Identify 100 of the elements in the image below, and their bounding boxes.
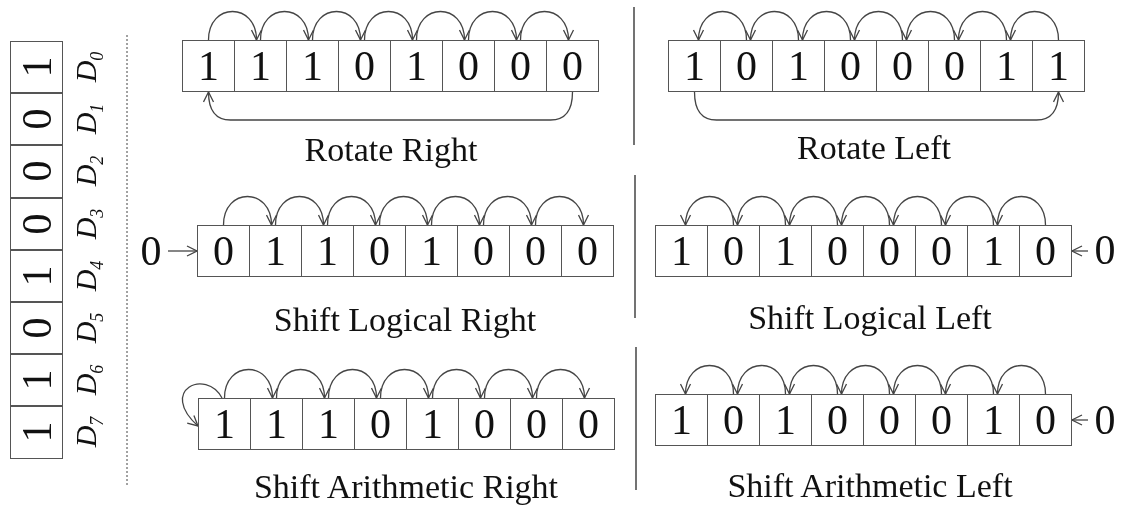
bit-cell: 0	[510, 398, 563, 450]
operation-title: Shift Logical Right	[273, 303, 537, 337]
bit-cell: 0	[494, 40, 547, 92]
bit-cell: 1	[1032, 40, 1085, 92]
arrow	[482, 195, 537, 226]
bit-cell: 0	[707, 394, 760, 446]
bit-cell: 1	[406, 398, 459, 450]
bit-cell: 1	[250, 398, 303, 450]
arrow	[467, 10, 522, 41]
arrow	[182, 383, 223, 427]
bit-cell: 0	[457, 225, 510, 277]
arrow	[953, 10, 1008, 41]
arrow	[535, 368, 590, 399]
bit-cell: 1	[390, 40, 443, 92]
arrow	[483, 368, 538, 399]
arrow	[940, 364, 995, 395]
bit-cell: 1	[759, 225, 812, 277]
arrow	[167, 245, 198, 257]
arrow	[849, 10, 904, 41]
arrow	[275, 368, 330, 399]
bit-cell: 0	[10, 302, 63, 355]
bit-cell: 0	[561, 225, 614, 277]
bit-cell: 1	[980, 40, 1033, 92]
arrow	[784, 195, 839, 226]
bit-cell: 1	[967, 394, 1020, 446]
bit-cell: 1	[655, 225, 708, 277]
arrow	[732, 195, 787, 226]
bit-cell: 0	[863, 394, 916, 446]
arrow	[836, 195, 891, 226]
bit-cell: 1	[10, 249, 63, 302]
bit-cell: 0	[197, 225, 250, 277]
arrow	[680, 364, 735, 395]
arrow	[223, 368, 278, 399]
arrow	[378, 195, 433, 226]
arrow	[992, 364, 1047, 395]
arrow	[784, 364, 839, 395]
bit-cell: 1	[772, 40, 825, 92]
bit-cell: 0	[442, 40, 495, 92]
bit-cell: 1	[301, 225, 354, 277]
bit-cell: 1	[405, 225, 458, 277]
arrow	[1005, 10, 1060, 41]
bit-cell: 1	[182, 40, 235, 92]
arrow	[693, 10, 748, 41]
arrow	[327, 368, 382, 399]
arrow	[311, 10, 366, 41]
bit-cell: 1	[655, 394, 708, 446]
arrow	[693, 91, 1064, 121]
bit-cell: 1	[234, 40, 287, 92]
arrow	[379, 368, 434, 399]
arrow	[680, 195, 735, 226]
bit-cell: 1	[967, 225, 1020, 277]
bit-cell: 0	[1019, 225, 1072, 277]
arrow	[431, 368, 486, 399]
bit-cell: 1	[10, 354, 63, 407]
bit-cell: 0	[353, 225, 406, 277]
input-bit: 0	[138, 231, 164, 271]
arrow	[797, 10, 852, 41]
arrow	[363, 10, 418, 41]
arrow	[222, 195, 277, 226]
arrow	[430, 195, 485, 226]
operation-title: Shift Arithmetic Left	[727, 469, 1013, 503]
arrow	[274, 195, 329, 226]
operation-title: Shift Arithmetic Right	[253, 470, 559, 504]
arrow	[415, 10, 470, 41]
arrow	[992, 195, 1047, 226]
arrow	[207, 10, 262, 41]
bit-cell: 0	[458, 398, 511, 450]
bit-cell: 0	[338, 40, 391, 92]
bit-cell: 0	[10, 145, 63, 198]
input-bit: 0	[1092, 400, 1118, 440]
arrow	[745, 10, 800, 41]
bit-cell: 0	[354, 398, 407, 450]
arrow	[519, 10, 574, 41]
arrow	[259, 10, 314, 41]
arrow	[836, 364, 891, 395]
arrow	[1071, 245, 1089, 257]
bit-cell: 1	[286, 40, 339, 92]
arrow	[732, 364, 787, 395]
bit-cell: 0	[863, 225, 916, 277]
bit-cell: 0	[928, 40, 981, 92]
bit-cell: 0	[1019, 394, 1072, 446]
arrow	[203, 91, 574, 121]
arrow	[901, 10, 956, 41]
bit-cell: 0	[10, 93, 63, 146]
operation-title: Shift Logical Left	[748, 301, 992, 335]
arrow	[534, 195, 589, 226]
bit-cell: 0	[707, 225, 760, 277]
bit-cell: 1	[302, 398, 355, 450]
arrow	[326, 195, 381, 226]
bit-cell: 0	[915, 225, 968, 277]
bit-cell: 0	[824, 40, 877, 92]
arrow	[1071, 414, 1089, 426]
bit-cell: 0	[562, 398, 615, 450]
input-bit: 0	[1092, 230, 1118, 270]
bit-cell: 1	[249, 225, 302, 277]
bit-cell: 1	[10, 41, 63, 94]
bit-cell: 1	[668, 40, 721, 92]
bit-cell: 1	[198, 398, 251, 450]
bit-cell: 0	[720, 40, 773, 92]
bit-cell: 0	[811, 225, 864, 277]
